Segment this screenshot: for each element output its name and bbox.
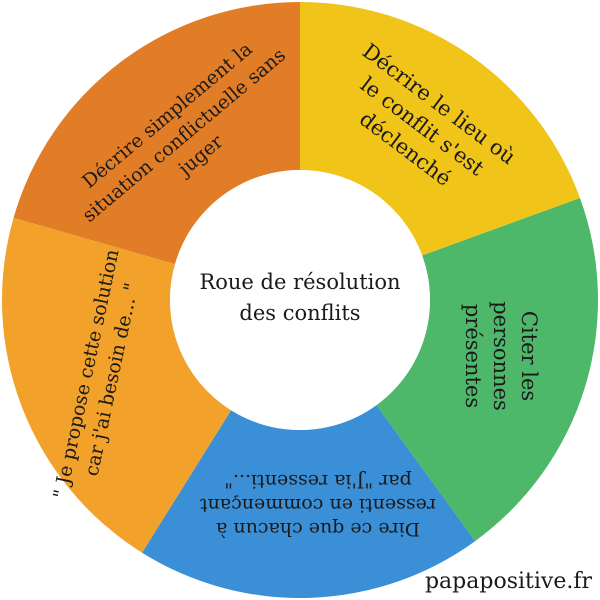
segment-propose-solution — [2, 217, 232, 553]
segment-describe-place — [300, 2, 581, 256]
center-title-line-1: Roue de résolution — [199, 270, 400, 294]
center-title-line-2: des conflits — [239, 301, 360, 325]
segment-each-says-felt-line-3: par "J'ia ressenti..." — [224, 470, 412, 492]
segment-cite-people-line-1: Citer les — [517, 311, 541, 401]
segment-each-says-felt — [142, 405, 476, 598]
segment-cite-people-label: Citer les personnes présentes — [461, 301, 541, 411]
wheel-center-circle — [170, 170, 430, 430]
segment-cite-people-line-3: présentes — [461, 304, 485, 408]
segment-cite-people-line-2: personnes — [489, 301, 513, 411]
segment-each-says-felt-line-1: Dire ce que chacun à — [216, 518, 420, 540]
segment-each-says-felt-label: Dire ce que chacun à ressenti en commenç… — [200, 470, 436, 540]
footer-site-name: papapositive.fr — [425, 569, 593, 594]
segment-each-says-felt-line-2: ressenti en commençant — [200, 494, 436, 516]
segment-cite-people — [376, 198, 598, 542]
segment-describe-situation — [13, 2, 301, 265]
